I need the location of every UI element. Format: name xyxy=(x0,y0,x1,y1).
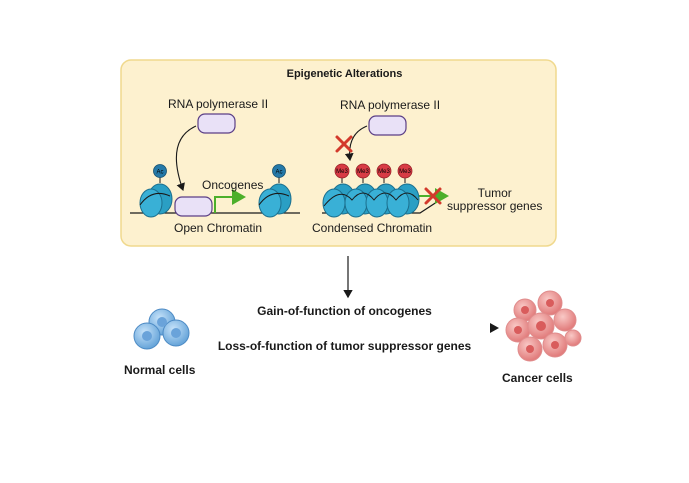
dna-wrap-right xyxy=(323,192,419,207)
rna-polymerase-label-right: RNA polymerase II xyxy=(340,98,441,112)
blocked-binding-arrow xyxy=(344,125,368,162)
polymerase-binding-arrow-left xyxy=(175,125,197,192)
methyl-label: Me3 xyxy=(399,169,411,175)
nucleosome-left-1 xyxy=(139,177,173,218)
rna-polymerase-left-bound xyxy=(174,196,213,217)
rna-polymerase-label-left: RNA polymerase II xyxy=(168,97,269,111)
transcription-arrow xyxy=(214,189,246,213)
loss-of-function-label: Loss-of-function of tumor suppressor gen… xyxy=(217,339,472,353)
nucleosome-left-2 xyxy=(258,177,292,218)
rna-polymerase-right xyxy=(368,115,407,136)
acetyl-label: Ac xyxy=(156,170,163,176)
methyl-label: Me3 xyxy=(378,169,390,175)
open-chromatin-label: Open Chromatin xyxy=(174,221,263,235)
acetyl-mark-left-1: Ac xyxy=(153,164,167,178)
acetyl-mark-left-2: Ac xyxy=(272,164,286,178)
oncogenes-label: Oncogenes xyxy=(202,178,264,192)
acetyl-label: Ac xyxy=(275,170,282,176)
methyl-marks: Me3 Me3 Me3 Me3 xyxy=(334,163,413,183)
block-x-icon xyxy=(424,187,442,205)
transition-arrow-head xyxy=(490,323,499,333)
methyl-label: Me3 xyxy=(336,169,348,175)
normal-cells-icon xyxy=(133,308,190,350)
tumor-suppressor-label: Tumor suppressor genes xyxy=(447,186,543,213)
rna-polymerase-left-top xyxy=(197,113,236,134)
block-x-icon xyxy=(335,135,353,153)
panel-title: Epigenetic Alterations xyxy=(286,68,403,80)
normal-cells-label: Normal cells xyxy=(124,363,196,377)
cancer-cells-label: Cancer cells xyxy=(502,371,573,385)
condensed-chromatin-label: Condensed Chromatin xyxy=(312,221,433,235)
cancer-cells-icon xyxy=(505,290,582,362)
gain-of-function-label: Gain-of-function of oncogenes xyxy=(257,304,432,318)
methyl-label: Me3 xyxy=(357,169,369,175)
epigenetic-panel xyxy=(120,59,557,247)
